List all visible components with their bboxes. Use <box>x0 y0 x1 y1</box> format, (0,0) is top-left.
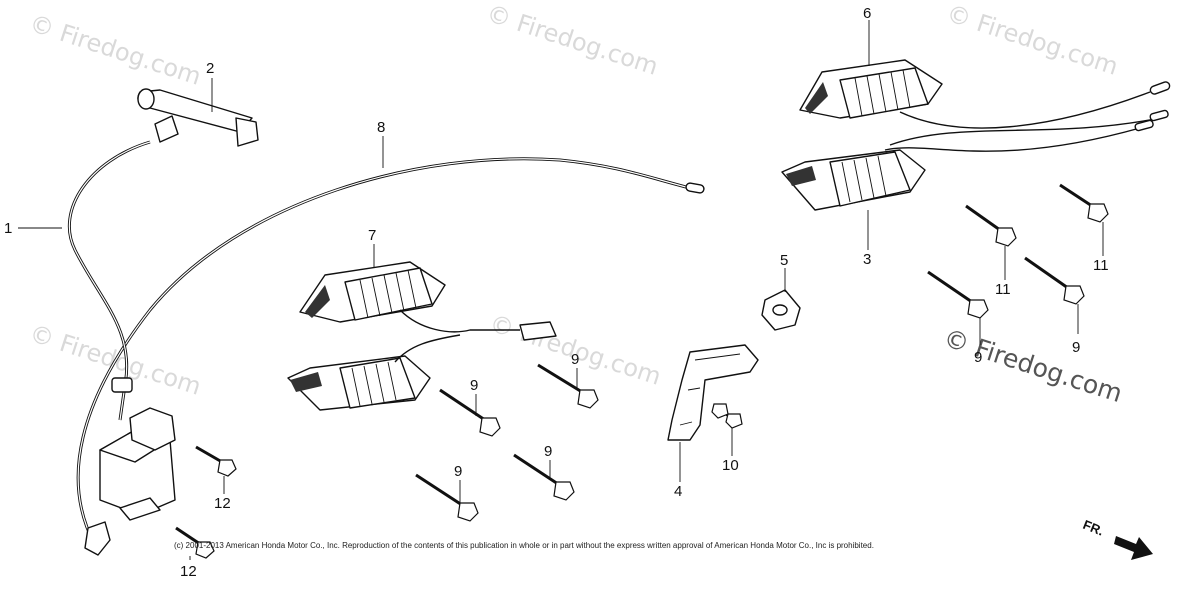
callout-11a: 11 <box>995 281 1011 298</box>
front-direction-indicator: FR. <box>1081 517 1153 560</box>
bolt-9d <box>513 453 575 501</box>
watermark: © Firedog.com <box>483 0 661 81</box>
screw-10 <box>711 403 743 429</box>
bolt-12a <box>195 445 237 477</box>
callout-3: 3 <box>863 251 871 268</box>
callout-1: 1 <box>4 220 12 237</box>
bolt-9f <box>1024 256 1085 305</box>
leader-lines <box>18 20 1104 560</box>
watermarks: © Firedog.com © Firedog.com © Firedog.co… <box>26 0 1126 408</box>
spark-plug-cap <box>137 88 259 147</box>
bolts <box>175 183 1109 559</box>
callout-12b: 12 <box>180 563 197 580</box>
callout-6: 6 <box>863 5 871 22</box>
bolt-11a <box>965 204 1017 247</box>
callout-4: 4 <box>674 483 682 500</box>
bolt-11b <box>1059 183 1109 223</box>
watermark: © Firedog.com <box>943 0 1121 81</box>
callout-10: 10 <box>722 457 739 474</box>
callout-9b: 9 <box>571 351 579 368</box>
callout-8: 8 <box>377 119 385 136</box>
charge-coil <box>781 109 1169 211</box>
watermark-dark: © Firedog.com <box>940 323 1126 408</box>
lighting-coil <box>799 59 1171 129</box>
bolt-9b <box>537 363 599 409</box>
callout-9a: 9 <box>470 377 478 394</box>
callout-2: 2 <box>206 60 214 77</box>
watermark: © Firedog.com <box>26 9 204 91</box>
ignition-coil <box>68 140 176 556</box>
callout-9c: 9 <box>454 463 462 480</box>
callout-9d: 9 <box>544 443 552 460</box>
copyright-notice: (c) 2001-2013 American Honda Motor Co., … <box>174 541 874 550</box>
ground-wire <box>76 157 705 546</box>
bolt-9c <box>415 473 479 522</box>
callout-11b: 11 <box>1093 257 1109 274</box>
bracket <box>667 344 759 441</box>
bolt-9a <box>439 388 501 437</box>
callout-9e: 9 <box>974 349 982 366</box>
callout-7: 7 <box>368 227 376 244</box>
callout-9f: 9 <box>1072 339 1080 356</box>
callouts: 1 2 3 4 5 6 7 8 9 9 9 9 9 9 10 11 11 12 … <box>4 5 1109 580</box>
callout-12a: 12 <box>214 495 231 512</box>
direction-label: FR. <box>1081 517 1106 539</box>
bolt-12b <box>175 526 215 559</box>
arrow-icon <box>1114 536 1153 560</box>
watermark: © Firedog.com <box>486 309 664 391</box>
exciter-coil <box>287 261 557 411</box>
bolt-9e <box>927 270 989 319</box>
callout-5: 5 <box>780 252 788 269</box>
grommet <box>761 289 801 331</box>
